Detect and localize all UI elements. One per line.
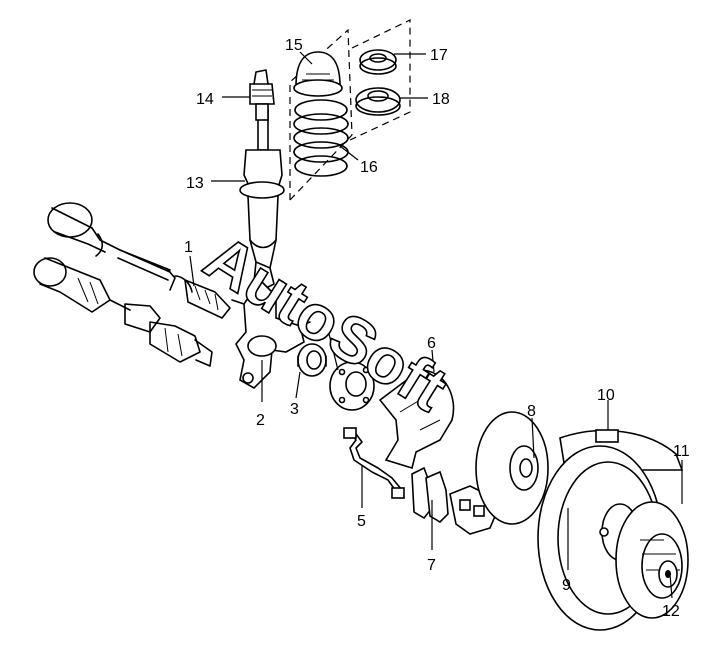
dust-shield-backplate	[615, 501, 689, 619]
coil-spring	[293, 99, 349, 177]
callout-6: 6	[427, 335, 436, 352]
drive-shaft-lower	[33, 257, 213, 367]
callout-4: 4	[322, 317, 331, 334]
callout-16: 16	[360, 159, 378, 176]
callout-17: 17	[430, 47, 448, 64]
callout-13: 13	[186, 175, 204, 192]
callout-18: 18	[432, 91, 450, 108]
callout-8: 8	[527, 403, 536, 420]
callout-labels: 1 2 3 4 5 6 7 8 9 10 11 12 13 14 15 16 1…	[184, 37, 690, 620]
callout-1: 1	[184, 239, 193, 256]
brake-splash-shield	[378, 369, 455, 470]
callout-10: 10	[597, 387, 615, 404]
steering-knuckle	[231, 278, 311, 389]
callout-3: 3	[290, 401, 299, 418]
shock-absorber-strut	[239, 109, 285, 291]
brake-hose	[343, 427, 405, 499]
wheel-hub	[329, 361, 375, 411]
callout-2: 2	[256, 412, 265, 429]
hub-nut	[658, 560, 678, 588]
wheel-bearing	[297, 343, 327, 377]
callout-5: 5	[357, 513, 366, 530]
brake-disc	[475, 411, 549, 525]
callout-14: 14	[196, 91, 214, 108]
callout-9: 9	[562, 577, 571, 594]
brake-pads	[411, 466, 449, 524]
callout-12: 12	[662, 603, 680, 620]
callout-15: 15	[285, 37, 303, 54]
drive-shaft-upper	[47, 202, 231, 319]
watermark-text: AutoSoft	[193, 221, 460, 425]
spring-upper-seat	[293, 51, 343, 97]
callout-7: 7	[427, 557, 436, 574]
callout-11: 11	[673, 443, 690, 460]
strut-top-bumper	[249, 69, 275, 121]
leader-lines	[189, 51, 683, 599]
strut-mount-plate	[355, 87, 401, 116]
strut-bearing	[359, 49, 397, 75]
